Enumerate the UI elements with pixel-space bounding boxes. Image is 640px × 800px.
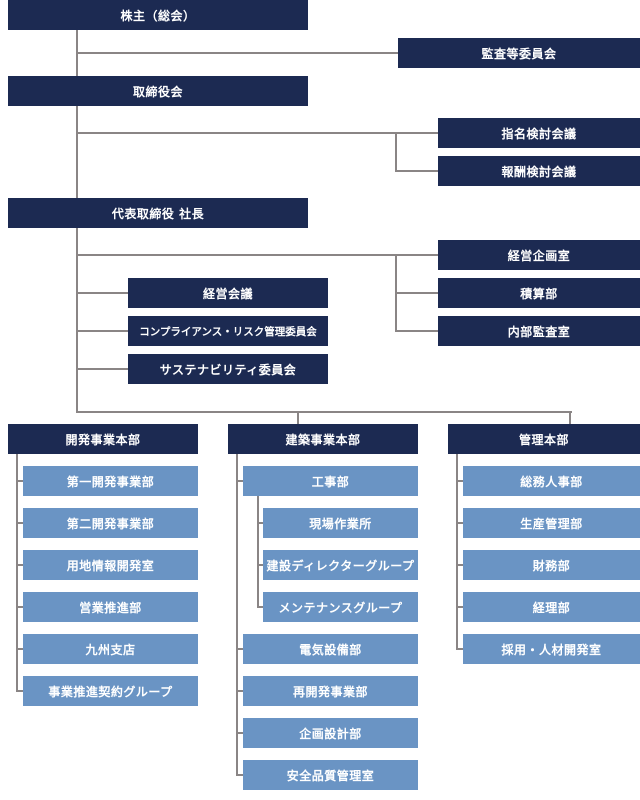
department-box: 生産管理部	[463, 508, 640, 538]
connector	[76, 132, 438, 134]
connector	[16, 522, 23, 524]
connector	[236, 454, 238, 776]
department-box: 用地情報開発室	[23, 550, 198, 580]
connector	[76, 368, 128, 370]
division-development: 開発事業本部	[8, 424, 198, 454]
connector	[236, 774, 243, 776]
connector	[456, 480, 463, 482]
connector	[456, 648, 463, 650]
department-box: 営業推進部	[23, 592, 198, 622]
connector	[456, 606, 463, 608]
president-box: 代表取締役 社長	[8, 198, 308, 228]
connector	[236, 732, 243, 734]
connector	[257, 564, 263, 566]
department-box: 安全品質管理室	[243, 760, 418, 790]
sustainability-box: サステナビリティ委員会	[128, 354, 328, 384]
department-box: 九州支店	[23, 634, 198, 664]
connector	[456, 522, 463, 524]
shareholders-box: 株主（総会）	[8, 0, 308, 30]
department-box: 採用・人材開発室	[463, 634, 640, 664]
connector	[76, 52, 398, 54]
connector	[236, 648, 243, 650]
department-box: 財務部	[463, 550, 640, 580]
remuneration-box: 報酬検討会議	[438, 156, 640, 186]
connector	[16, 690, 23, 692]
connector	[76, 330, 128, 332]
department-box: 建設ディレクターグループ	[263, 550, 418, 580]
connector	[76, 411, 572, 413]
connector	[236, 480, 243, 482]
connector	[395, 292, 438, 294]
connector	[395, 132, 397, 172]
management-meeting-box: 経営会議	[128, 278, 328, 308]
department-box: メンテナンスグループ	[263, 592, 418, 622]
connector	[16, 454, 18, 692]
internal-audit-box: 内部監査室	[438, 316, 640, 346]
board-box: 取締役会	[8, 76, 308, 106]
connector	[76, 254, 438, 256]
corporate-planning-box: 経営企画室	[438, 240, 640, 270]
connector	[569, 411, 571, 424]
connector	[257, 496, 259, 608]
division-administration: 管理本部	[448, 424, 640, 454]
estimation-box: 積算部	[438, 278, 640, 308]
connector	[395, 170, 438, 172]
department-box: 第二開発事業部	[23, 508, 198, 538]
compliance-box: コンプライアンス・リスク管理委員会	[128, 316, 328, 346]
department-box: 経理部	[463, 592, 640, 622]
department-box: 事業推進契約グループ	[23, 676, 198, 706]
connector	[76, 292, 128, 294]
connector	[297, 411, 299, 424]
nomination-box: 指名検討会議	[438, 118, 640, 148]
department-box: 再開発事業部	[243, 676, 418, 706]
connector	[16, 606, 23, 608]
department-box: 現場作業所	[263, 508, 418, 538]
connector	[236, 690, 243, 692]
department-box: 総務人事部	[463, 466, 640, 496]
connector	[16, 564, 23, 566]
department-box: 第一開発事業部	[23, 466, 198, 496]
connector	[257, 522, 263, 524]
connector	[16, 648, 23, 650]
connector	[257, 606, 263, 608]
department-box: 企画設計部	[243, 718, 418, 748]
division-construction: 建築事業本部	[228, 424, 418, 454]
audit-committee-box: 監査等委員会	[398, 38, 640, 68]
connector	[16, 480, 23, 482]
connector	[395, 330, 438, 332]
connector	[456, 454, 458, 650]
department-box: 工事部	[243, 466, 418, 496]
department-box: 電気設備部	[243, 634, 418, 664]
connector	[456, 564, 463, 566]
